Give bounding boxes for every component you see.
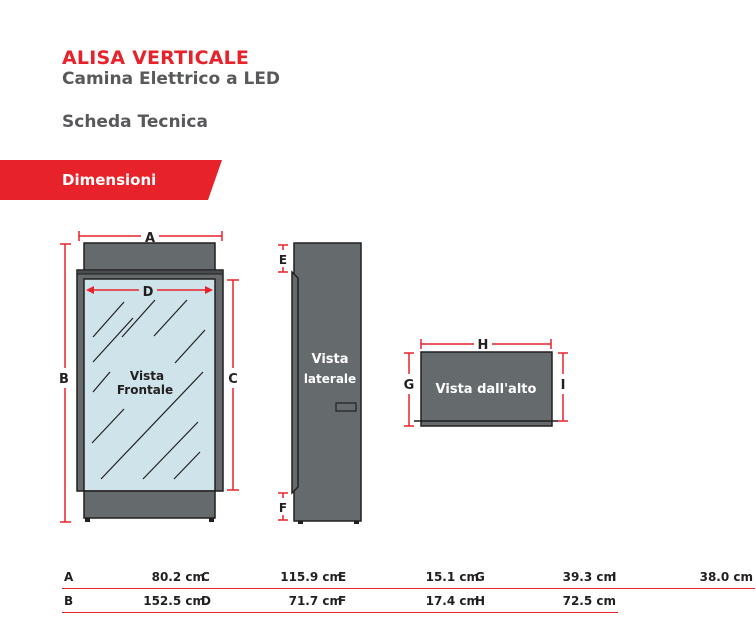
section-title: Scheda Tecnica [62, 112, 208, 132]
svg-text:I: I [561, 378, 566, 393]
svg-text:Frontale: Frontale [117, 383, 173, 397]
svg-text:Vista dall'alto: Vista dall'alto [436, 382, 537, 397]
svg-text:G: G [404, 378, 415, 393]
svg-text:C: C [228, 372, 238, 387]
side-view: E F Vista laterale [278, 242, 362, 524]
banner-label: Dimensioni [62, 171, 157, 189]
svg-text:E: E [279, 253, 287, 267]
product-subtitle: Camina Elettrico a LED [62, 69, 281, 89]
section-banner [0, 160, 222, 200]
top-view: H G I Vista dall'alto [404, 338, 568, 427]
svg-text:Vista: Vista [130, 369, 164, 383]
svg-text:F: F [279, 501, 287, 515]
svg-text:laterale: laterale [304, 372, 356, 386]
svg-text:H: H [478, 338, 489, 353]
front-view: A D B C Vista Frontale [59, 231, 239, 523]
svg-text:A: A [145, 231, 155, 246]
svg-text:D: D [143, 285, 154, 300]
svg-text:Vista: Vista [311, 352, 348, 367]
svg-text:B: B [59, 372, 69, 387]
product-title: ALISA VERTICALE [62, 47, 250, 69]
